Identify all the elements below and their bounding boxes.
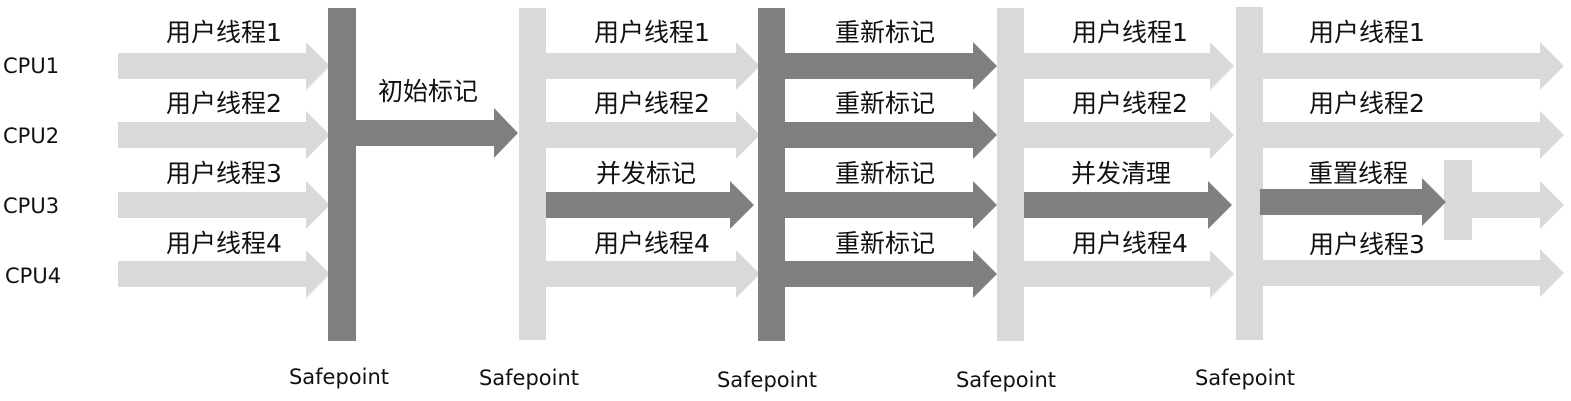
phase-6-arrow-lane-4 [1263, 249, 1564, 297]
phase-4-arrow-lane-2 [785, 111, 997, 159]
safepoint-1-bar [328, 8, 356, 341]
arrow-label-user-thread-2: 用户线程2 [1309, 89, 1425, 118]
phase-6-arrow-lane-2 [1263, 111, 1564, 159]
phase-3-arrow-lane-4 [546, 250, 760, 298]
cpu-label-2: CPU2 [3, 124, 60, 148]
arrow-label-remark-1: 重新标记 [834, 18, 936, 47]
arrow-label-remark-3: 重新标记 [834, 159, 936, 188]
safepoint-5-bar [1236, 7, 1263, 340]
phase-6-arrow-lane-3 [1260, 178, 1446, 226]
arrow-label-user-thread-4: 用户线程4 [166, 229, 282, 258]
phase-6-arrow-lane-3 [1472, 181, 1564, 229]
reset-thread-end-block [1444, 160, 1472, 240]
phase-4-arrow-lane-1 [785, 42, 997, 90]
phase-3-arrow-lane-1 [546, 42, 760, 90]
arrow-label-reset-thread: 重置线程 [1307, 159, 1409, 188]
phase-5-arrow-lane-4 [1024, 250, 1234, 298]
safepoint-2-bar [519, 8, 546, 340]
arrow-label-user-thread-1: 用户线程1 [166, 18, 282, 47]
safepoint-label-5: Safepoint [1194, 366, 1296, 390]
safepoint-label-2: Safepoint [478, 366, 580, 390]
safepoint-3-bar [758, 8, 785, 341]
arrow-label-user-thread-1: 用户线程1 [1072, 18, 1188, 47]
phase-5-arrow-lane-3 [1024, 181, 1232, 229]
phase-4-arrow-lane-3 [785, 181, 997, 229]
cpu-label-1: CPU1 [3, 54, 60, 78]
safepoint-4-bar [997, 8, 1024, 341]
safepoint-label-3: Safepoint [716, 368, 818, 392]
arrow-label-user-thread-2: 用户线程2 [594, 89, 710, 118]
cpu-label-4: CPU4 [5, 264, 62, 288]
cpu-label-3: CPU3 [3, 194, 60, 218]
phase-5-arrow-lane-1 [1024, 42, 1234, 90]
arrow-label-user-thread-2: 用户线程2 [1072, 89, 1188, 118]
arrow-label-concurrent-mark: 并发标记 [595, 159, 697, 188]
safepoint-label-1: Safepoint [288, 365, 390, 389]
phase-5-arrow-lane-2 [1024, 111, 1234, 159]
arrow-label-user-thread-1: 用户线程1 [594, 18, 710, 47]
arrow-label-user-thread-1: 用户线程1 [1309, 18, 1425, 47]
phase-1-arrow-lane-2 [118, 111, 330, 159]
phase-1-arrow-lane-4 [118, 250, 330, 298]
arrow-label-remark-2: 重新标记 [834, 89, 936, 118]
arrow-label-user-thread-3: 用户线程3 [166, 159, 282, 188]
arrow-label-user-thread-2: 用户线程2 [166, 89, 282, 118]
arrow-label-initial-mark: 初始标记 [377, 77, 479, 106]
safepoint-label-4: Safepoint [955, 368, 1057, 392]
arrow-label-concurrent-sweep: 并发清理 [1070, 159, 1172, 188]
phase-4-arrow-lane-4 [785, 250, 997, 298]
arrow-label-user-thread-3: 用户线程3 [1309, 230, 1425, 259]
arrow-label-user-thread-4: 用户线程4 [1072, 229, 1188, 258]
phase-3-arrow-lane-2 [546, 111, 760, 159]
arrow-label-user-thread-4: 用户线程4 [594, 229, 710, 258]
phase-2-arrow-lane-2 [356, 108, 518, 158]
phase-3-arrow-lane-3 [546, 181, 754, 229]
arrow-label-remark-4: 重新标记 [834, 229, 936, 258]
phase-1-arrow-lane-1 [118, 42, 330, 90]
phase-1-arrow-lane-3 [118, 181, 330, 229]
phase-6-arrow-lane-1 [1263, 42, 1564, 90]
